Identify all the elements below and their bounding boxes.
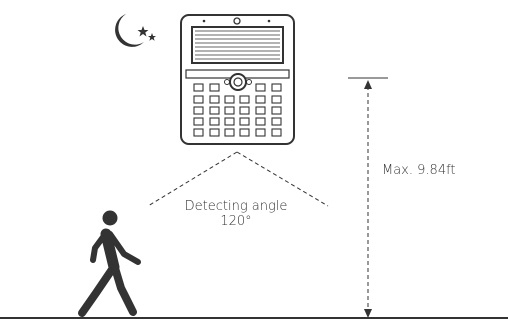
walking-person-icon xyxy=(78,210,141,317)
height-dimension xyxy=(348,77,388,318)
angle-value-label: 120° xyxy=(220,214,252,229)
detecting-angle-label: Detecting angle xyxy=(184,199,288,214)
max-height-label: Max. 9.84ft xyxy=(382,163,456,178)
led-grid xyxy=(193,83,282,137)
moon-stars-icon xyxy=(115,14,156,47)
solar-light-icon xyxy=(180,14,295,145)
solar-panel-lines xyxy=(195,30,280,60)
solar-panel xyxy=(191,26,284,64)
motion-sensor xyxy=(229,73,247,91)
detection-angle-lines xyxy=(147,151,329,207)
